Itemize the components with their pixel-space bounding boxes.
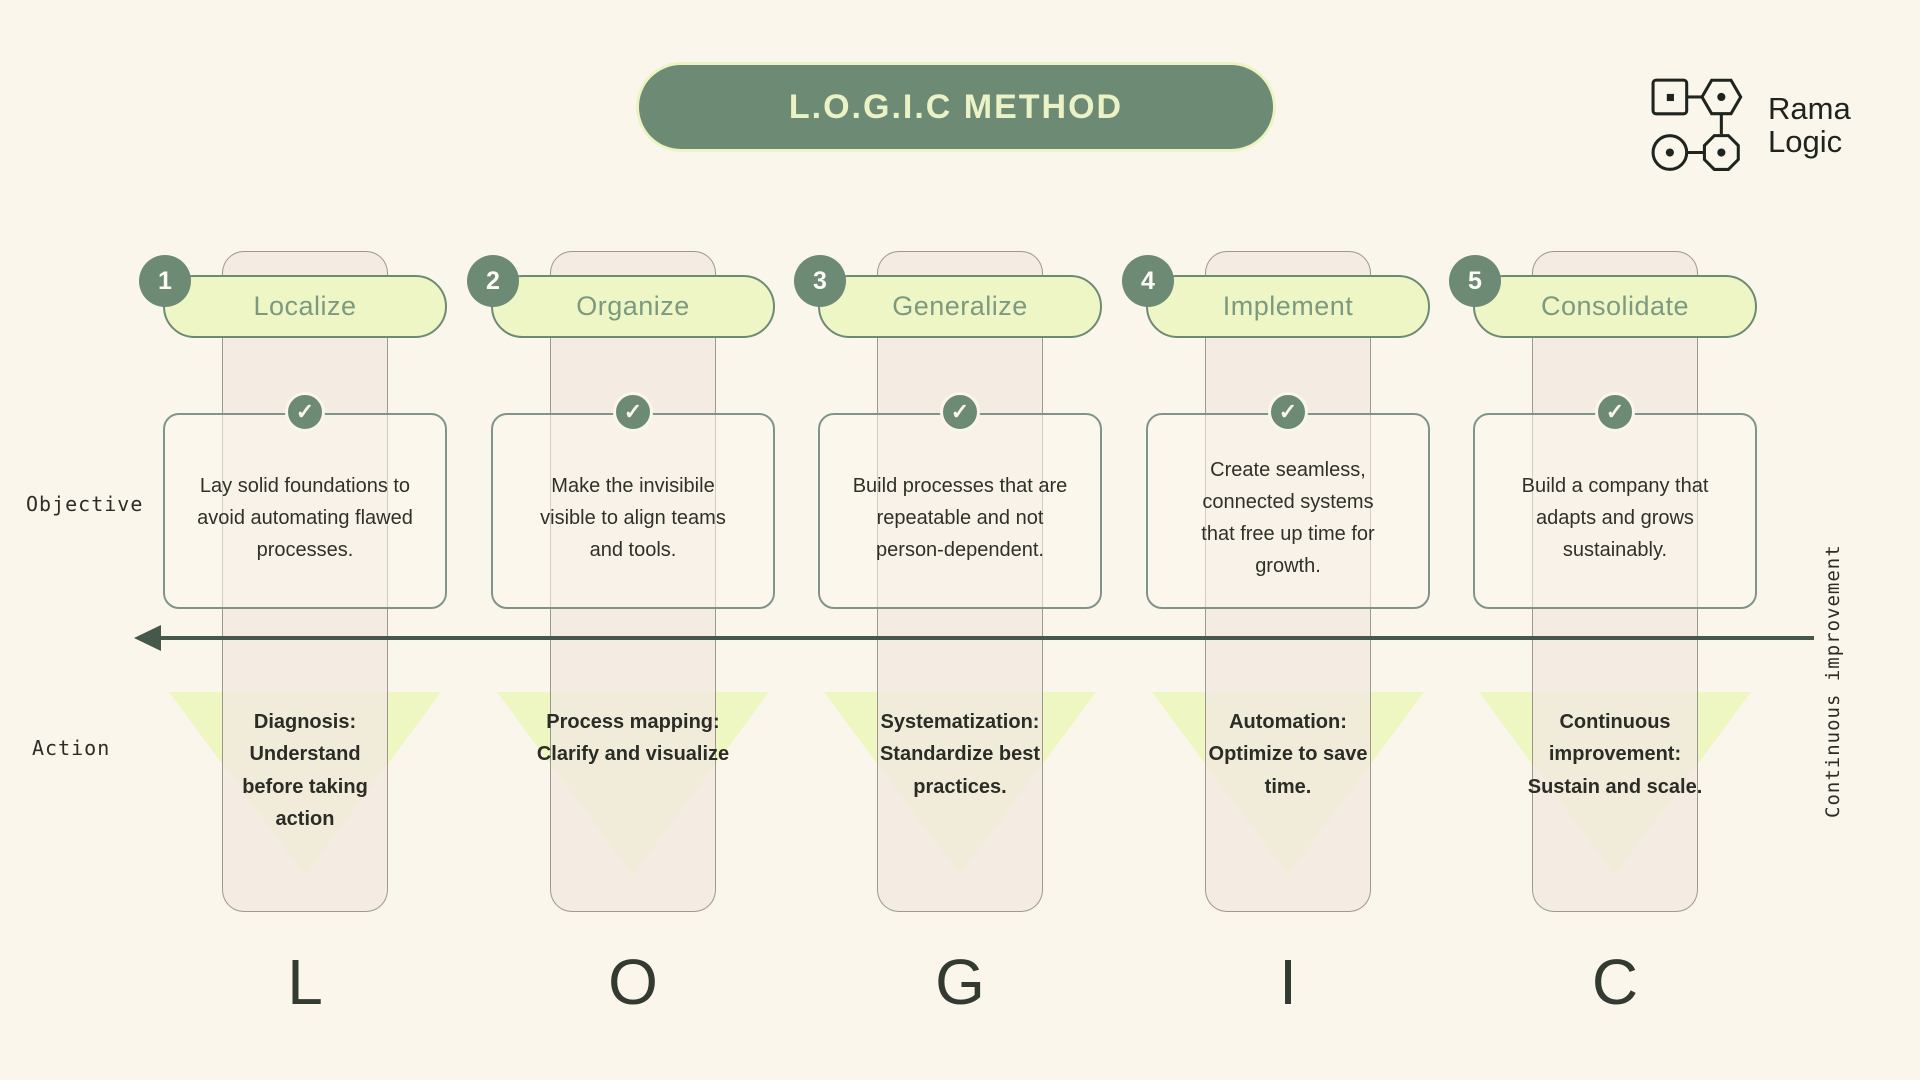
column-localize: 1 Localize ✓ Lay solid foundations to av… bbox=[139, 251, 447, 1041]
stage-pill: 5 Consolidate bbox=[1449, 255, 1757, 338]
objective-text: Make the invisibile visible to align tea… bbox=[540, 475, 726, 561]
check-icon: ✓ bbox=[940, 392, 980, 432]
stage-number-badge: 3 bbox=[794, 255, 846, 307]
column-generalize: 3 Generalize ✓ Build processes that are … bbox=[794, 251, 1102, 1041]
logo-wordmark: Rama Logic bbox=[1768, 90, 1851, 159]
logo-mark-icon bbox=[1650, 76, 1756, 174]
action-text: Automation: Optimize to save time. bbox=[1208, 711, 1368, 798]
objective-card: ✓ Lay solid foundations to avoid automat… bbox=[163, 392, 447, 609]
check-icon: ✓ bbox=[285, 392, 325, 432]
acronym-letter: C bbox=[1591, 946, 1639, 1018]
stage-number-badge: 1 bbox=[139, 255, 191, 307]
acronym-letter: I bbox=[1279, 946, 1297, 1018]
stage-pill: 2 Organize bbox=[467, 255, 775, 338]
timeline-arrow-line bbox=[158, 636, 1814, 640]
stage-pill: 4 Implement bbox=[1122, 255, 1430, 338]
stage-name: Localize bbox=[253, 291, 357, 321]
objective-row-label: Objective bbox=[26, 492, 144, 516]
objective-card: ✓ Build a company that adapts and grows … bbox=[1473, 392, 1757, 609]
stage-number-badge: 4 bbox=[1122, 255, 1174, 307]
stage-pill: 3 Generalize bbox=[794, 255, 1102, 338]
stage-name: Implement bbox=[1222, 291, 1354, 321]
logo-line2: Logic bbox=[1768, 124, 1843, 159]
column-consolidate: 5 Consolidate ✓ Build a company that ada… bbox=[1449, 251, 1757, 1041]
column-implement: 4 Implement ✓ Create seamless, connected… bbox=[1122, 251, 1430, 1041]
stage-name: Organize bbox=[576, 291, 690, 321]
continuous-improvement-label: Continuous improvement bbox=[1822, 544, 1844, 818]
acronym-letter: G bbox=[935, 946, 985, 1018]
page-title: L.O.G.I.C METHOD bbox=[788, 87, 1124, 126]
acronym-letter: O bbox=[608, 946, 658, 1018]
objective-text: Create seamless, connected systems that … bbox=[1201, 459, 1375, 577]
objective-card: ✓ Make the invisibile visible to align t… bbox=[491, 392, 775, 609]
timeline-arrowhead-icon bbox=[134, 625, 161, 651]
stage-pill: 1 Localize bbox=[139, 255, 447, 338]
action-text: Diagnosis: Understand before taking acti… bbox=[242, 711, 368, 831]
stage-name: Generalize bbox=[892, 291, 1028, 321]
objective-text: Lay solid foundations to avoid automatin… bbox=[197, 475, 413, 561]
objective-card: ✓ Build processes that are repeatable an… bbox=[818, 392, 1102, 609]
logo-line1: Rama bbox=[1768, 90, 1851, 126]
stage-name: Consolidate bbox=[1540, 291, 1690, 321]
check-icon: ✓ bbox=[613, 392, 653, 432]
stage-number-badge: 2 bbox=[467, 255, 519, 307]
check-icon: ✓ bbox=[1268, 392, 1308, 432]
column-organize: 2 Organize ✓ Make the invisibile visible… bbox=[467, 251, 775, 1041]
action-text: Continuous improvement: Sustain and scal… bbox=[1527, 711, 1703, 798]
action-text: Process mapping: Clarify and visualize bbox=[536, 711, 730, 766]
rama-logic-logo: Rama Logic bbox=[1650, 76, 1851, 174]
action-text: Systematization: Standardize best practi… bbox=[879, 711, 1041, 798]
objective-card: ✓ Create seamless, connected systems tha… bbox=[1146, 392, 1430, 609]
acronym-letter: L bbox=[287, 946, 323, 1018]
check-icon: ✓ bbox=[1595, 392, 1635, 432]
action-row-label: Action bbox=[32, 736, 111, 760]
stage-number-badge: 5 bbox=[1449, 255, 1501, 307]
objective-text: Build a company that adapts and grows su… bbox=[1521, 475, 1709, 561]
objective-text: Build processes that are repeatable and … bbox=[852, 475, 1068, 561]
title-banner: L.O.G.I.C METHOD bbox=[636, 62, 1276, 152]
